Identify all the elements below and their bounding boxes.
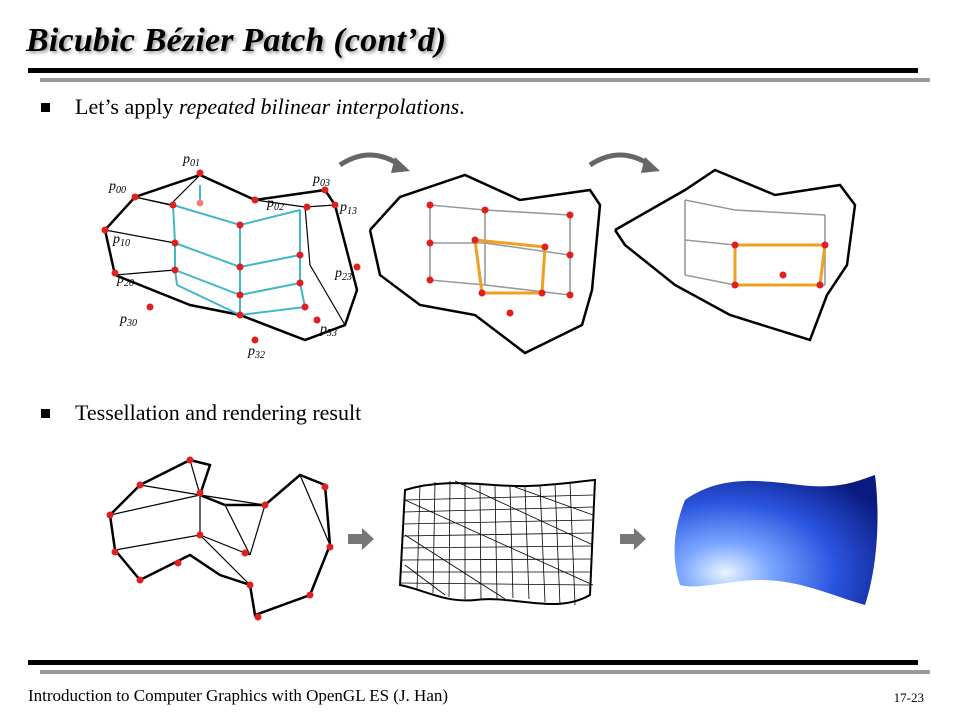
footer-course-title: Introduction to Computer Graphics with O… bbox=[28, 686, 449, 705]
curved-arrow-icon bbox=[338, 152, 402, 168]
panel-control-points: p01 p00 p10 p20 p30 p02 p03 p13 p23 p33 … bbox=[101, 152, 361, 361]
bullet-text: Let’s apply repeated bilinear interpolat… bbox=[75, 94, 465, 120]
bullet-square-icon bbox=[41, 102, 50, 112]
arrow-head-icon-2 bbox=[641, 157, 660, 173]
bullet-tessellation: Tessellation and rendering result bbox=[40, 400, 361, 426]
panel-first-interpolation bbox=[368, 173, 602, 355]
footer-page-number: 17-23 bbox=[893, 690, 924, 705]
bullet-tail-text: . bbox=[459, 94, 465, 119]
label-p00: p00 bbox=[108, 179, 126, 196]
title-rule-black bbox=[28, 68, 918, 73]
right-arrow-icon bbox=[348, 528, 374, 550]
right-arrow-icon-2 bbox=[620, 528, 646, 550]
label-p33: p33 bbox=[319, 322, 337, 339]
label-p01: p01 bbox=[182, 152, 200, 169]
control-net bbox=[106, 456, 334, 621]
label-p02: p02 bbox=[266, 196, 284, 213]
bilinear-interpolation-figure: p01 p00 p10 p20 p30 p02 p03 p13 p23 p33 … bbox=[101, 152, 857, 361]
label-p13: p13 bbox=[339, 200, 357, 217]
label-p03: p03 bbox=[312, 172, 330, 189]
bullet-plain-text: Let’s apply bbox=[75, 94, 179, 119]
title-rule-gray bbox=[40, 78, 930, 82]
slide-title: Bicubic Bézier Patch (cont’d) bbox=[26, 22, 447, 59]
bullet-tessellation-text: Tessellation and rendering result bbox=[75, 400, 362, 425]
curved-arrow-icon-2 bbox=[588, 152, 652, 168]
tessellation-figure bbox=[106, 456, 878, 621]
label-p30: p30 bbox=[119, 312, 137, 329]
footer-rule-gray bbox=[40, 670, 930, 674]
tessellated-mesh bbox=[398, 478, 597, 606]
arrow-head-icon bbox=[391, 157, 410, 173]
bullet-repeated-bilinear: Let’s apply repeated bilinear interpolat… bbox=[40, 94, 465, 120]
label-p23: p23 bbox=[334, 266, 352, 283]
bullet-square-icon-2 bbox=[41, 408, 50, 418]
bullet-italic-text: repeated bilinear interpolations bbox=[178, 94, 460, 119]
label-p32: p32 bbox=[247, 344, 265, 361]
rendered-surface bbox=[674, 475, 878, 605]
footer-rule-black bbox=[28, 660, 918, 665]
panel-second-interpolation bbox=[613, 168, 857, 342]
